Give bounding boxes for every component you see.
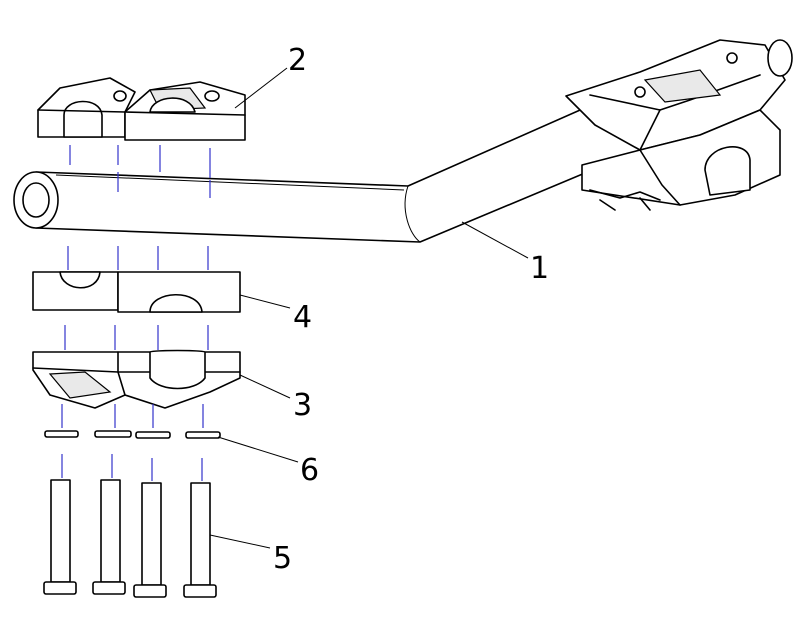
- upper-clamp-caps: [37, 77, 246, 141]
- label-part-2: 2: [288, 43, 307, 78]
- washers: [44, 430, 221, 439]
- leader-lines: [209, 67, 529, 549]
- alignment-guides: [61, 145, 211, 481]
- riser-blocks: [32, 349, 241, 409]
- lower-saddles: [32, 271, 241, 313]
- right-clamp-assembly: [565, 39, 793, 211]
- label-part-5: 5: [273, 541, 292, 576]
- label-part-6: 6: [300, 453, 319, 488]
- label-part-1: 1: [530, 251, 549, 286]
- label-part-4: 4: [293, 300, 312, 335]
- bolts: [43, 479, 217, 598]
- label-part-3: 3: [293, 388, 312, 423]
